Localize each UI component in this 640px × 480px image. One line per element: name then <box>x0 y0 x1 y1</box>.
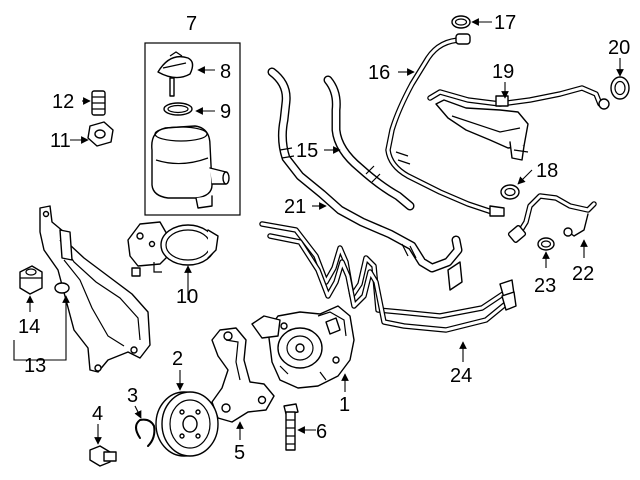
callout-22: 22 <box>572 263 594 285</box>
callout-19: 19 <box>492 61 514 83</box>
o-ring-20 <box>610 76 630 100</box>
line-22 <box>507 193 597 243</box>
reservoir-bracket <box>127 221 219 277</box>
callout-11: 11 <box>50 130 71 152</box>
callout-4: 4 <box>92 403 103 425</box>
callout-5: 5 <box>234 442 245 464</box>
bolt-6 <box>283 403 299 451</box>
leader-lines <box>13 18 624 445</box>
callout-16: 16 <box>368 62 390 84</box>
callout-13: 13 <box>24 355 46 377</box>
callout-1: 1 <box>339 394 350 416</box>
reservoir-assembly <box>144 42 241 216</box>
cooler-line-19 <box>427 85 610 161</box>
callout-21: 21 <box>284 196 306 218</box>
plug-12 <box>91 90 106 116</box>
callout-10: 10 <box>176 286 198 308</box>
callout-8: 8 <box>220 61 231 83</box>
callout-15: 15 <box>296 140 318 162</box>
seal-18 <box>500 184 520 200</box>
o-ring-17 <box>451 15 471 29</box>
return-hose-15 <box>323 75 415 211</box>
o-ring-23 <box>537 237 555 251</box>
callout-3: 3 <box>127 385 138 407</box>
callout-7: 7 <box>186 13 197 35</box>
reservoir-cap <box>157 51 194 97</box>
callout-24: 24 <box>450 365 472 387</box>
callout-20: 20 <box>608 37 630 59</box>
reservoir-body <box>151 125 230 209</box>
callout-9: 9 <box>220 101 231 123</box>
pulley <box>155 391 219 457</box>
hose-21 <box>267 67 463 291</box>
callout-6: 6 <box>316 421 327 443</box>
washer-13 <box>54 282 70 294</box>
callout-18: 18 <box>536 160 558 182</box>
nut-11 <box>87 121 114 147</box>
pump-bracket <box>211 327 275 423</box>
snap-ring <box>135 418 156 447</box>
nut-14 <box>19 265 43 295</box>
callout-2: 2 <box>172 348 183 370</box>
pressure-hose-16 <box>385 33 505 217</box>
bolt-4 <box>89 445 117 467</box>
callout-17: 17 <box>494 12 516 34</box>
power-steering-pump <box>251 305 355 389</box>
cooler-loop-24 <box>259 221 517 333</box>
callout-14: 14 <box>18 316 40 338</box>
callout-labels: 1 2 3 4 5 6 7 8 9 10 11 12 13 14 15 16 1… <box>18 12 630 464</box>
callout-12: 12 <box>52 91 74 113</box>
callout-23: 23 <box>534 275 556 297</box>
